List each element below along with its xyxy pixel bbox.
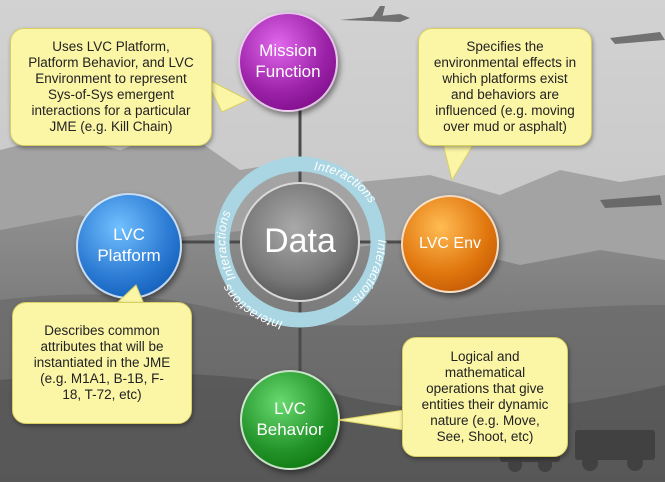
platform-callout: Describes common attributes that will be… — [12, 302, 192, 424]
mission-callout: Uses LVC Platform, Platform Behavior, an… — [10, 28, 212, 146]
data-core-circle — [240, 182, 360, 302]
interactions-ring — [214, 156, 386, 328]
env-callout: Specifies the environmental effects in w… — [418, 28, 592, 146]
behavior-callout: Logical and mathematical operations that… — [402, 337, 568, 457]
data-center-label: Data — [264, 222, 336, 261]
mission-function-node: Mission Function — [238, 12, 338, 112]
lvc-env-node: LVC Env — [401, 195, 499, 293]
lvc-behavior-node: LVC Behavior — [240, 370, 340, 470]
aircraft-silhouette — [340, 6, 665, 208]
lvc-platform-node: LVC Platform — [76, 193, 182, 299]
